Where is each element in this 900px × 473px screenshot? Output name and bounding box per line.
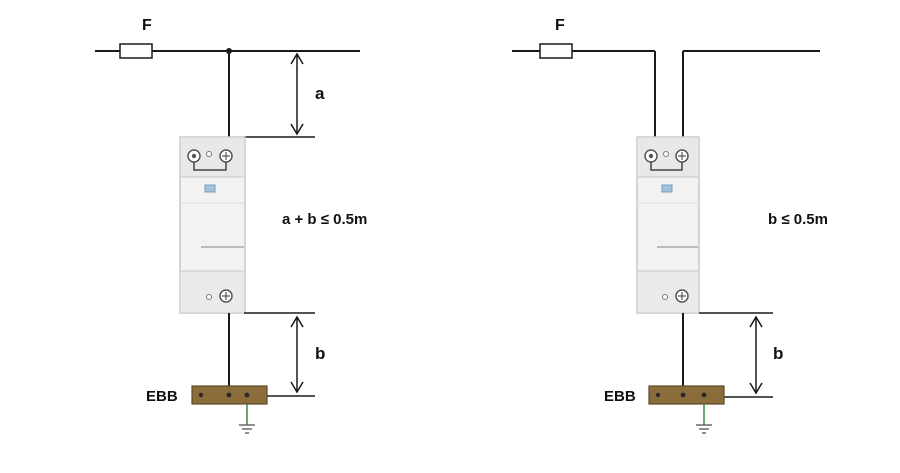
left-ebb-bar bbox=[191, 385, 268, 405]
right-status-indicator bbox=[661, 184, 673, 193]
left-dim-b-arrowhead-top bbox=[290, 315, 304, 328]
right-diagram: F b ≤ 0.5m bbox=[512, 17, 828, 434]
right-ebb-label: EBB bbox=[604, 388, 636, 405]
left-dim-a-arrowhead-top bbox=[290, 52, 304, 65]
right-spd-device bbox=[636, 136, 700, 314]
left-spd-device bbox=[179, 136, 246, 314]
right-dim-b-arrowhead-top bbox=[749, 315, 763, 328]
left-fuse-label: F bbox=[142, 17, 152, 34]
left-dim-b-arrowhead-bottom bbox=[290, 381, 304, 394]
right-rule-text: b ≤ 0.5m bbox=[768, 211, 828, 228]
right-ebb-bar bbox=[648, 385, 725, 405]
left-status-indicator bbox=[204, 184, 216, 193]
left-rule-text: a + b ≤ 0.5m bbox=[282, 211, 367, 228]
left-dim-a-arrowhead-bottom bbox=[290, 123, 304, 136]
right-dim-b-label: b bbox=[773, 344, 783, 363]
left-ground-icon bbox=[239, 424, 255, 434]
right-ground-icon bbox=[696, 424, 712, 434]
left-fuse bbox=[119, 43, 153, 59]
left-ebb-label: EBB bbox=[146, 388, 178, 405]
left-dim-b-label: b bbox=[315, 344, 325, 363]
left-dim-a-label: a bbox=[315, 84, 325, 103]
right-dim-b-arrowhead-bottom bbox=[749, 382, 763, 395]
right-fuse bbox=[539, 43, 573, 59]
left-diagram: F a a + b bbox=[95, 17, 367, 434]
right-fuse-label: F bbox=[555, 17, 565, 34]
